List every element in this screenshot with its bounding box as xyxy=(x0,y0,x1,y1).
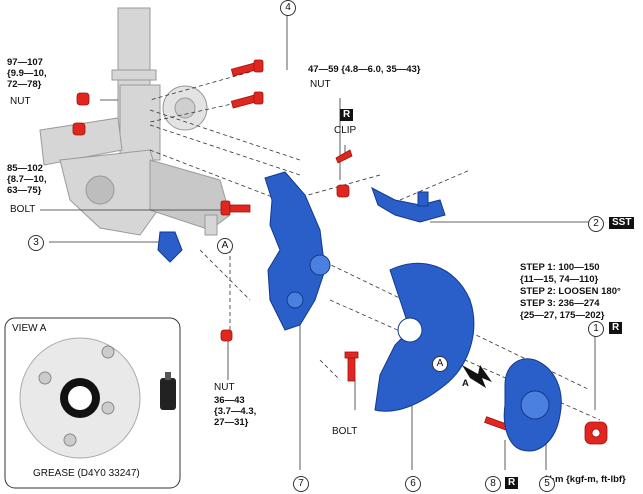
nut-lower-torque: 36—43 {3.7—4.3, 27—31} xyxy=(214,395,256,428)
nut-clip-label: NUT xyxy=(310,79,331,90)
torque-line: 72—78} xyxy=(7,79,42,90)
step-line: STEP 3: 236—274 xyxy=(520,298,600,309)
hub-nut-steps: STEP 1: 100—150 {11—15, 74—110} STEP 2: … xyxy=(520,262,621,322)
callout-3: 3 xyxy=(28,235,44,251)
view-a-title: VIEW A xyxy=(12,323,47,334)
callout-7: 7 xyxy=(293,476,309,492)
leader-lines xyxy=(40,14,596,470)
tie-rod-end xyxy=(371,186,446,223)
torque-line: {3.7—4.3, xyxy=(214,406,257,417)
unit-label: N·m {kgf-m, ft-lbf} xyxy=(545,474,626,485)
callout-2: 2 xyxy=(588,216,604,232)
callout-6: 6 xyxy=(405,476,421,492)
lower-ball-joint xyxy=(157,231,183,263)
nut-clip-torque: 47—59 {4.8—6.0, 35—43} xyxy=(308,64,421,75)
callout-4: 4 xyxy=(280,0,296,16)
callout-8: 8 xyxy=(485,476,501,492)
grease-label: GREASE (D4Y0 33247) xyxy=(33,468,140,479)
view-a-arrow xyxy=(462,365,492,388)
step-line: STEP 1: 100—150 xyxy=(520,262,600,273)
red-fasteners xyxy=(72,59,608,445)
torque-line: 36—43 xyxy=(214,395,245,406)
step-line: {11—15, 74—110} xyxy=(520,274,599,285)
upper-bolt-2 xyxy=(230,91,264,109)
upper-bolt-1 xyxy=(230,59,264,77)
hub-nut xyxy=(584,421,608,445)
top-nut-2 xyxy=(72,122,86,136)
torque-line: {9.9—10, xyxy=(7,68,47,79)
nut-top-torque: 97—107 {9.9—10, 72—78} xyxy=(7,57,47,90)
bolt-left-torque: 85—102 {8.7—10, 63—75} xyxy=(7,163,47,196)
r-badge: R xyxy=(609,322,623,334)
steering-knuckle xyxy=(264,171,326,331)
blue-parts xyxy=(157,171,562,452)
lower-nut xyxy=(220,329,233,342)
nut-top-label: NUT xyxy=(10,96,31,107)
callout-1: 1 xyxy=(588,321,604,337)
nut-lower-label: NUT xyxy=(214,382,235,393)
dust-shield xyxy=(374,262,475,412)
view-marker-a-1: A xyxy=(217,238,233,254)
r-badge: R xyxy=(505,477,519,489)
sst-badge: SST xyxy=(606,217,635,229)
bottom-bolt xyxy=(344,351,359,382)
torque-line: 85—102 xyxy=(7,163,43,174)
torque-line: 63—75} xyxy=(7,185,42,196)
sst-tag: SST xyxy=(609,217,635,229)
torque-line: {8.7—10, xyxy=(7,174,47,185)
bolt-bottom-label: BOLT xyxy=(332,426,358,437)
callout-8-r: R xyxy=(502,477,519,489)
left-bolt xyxy=(220,200,251,216)
r-badge: R xyxy=(340,109,354,121)
torque-line: 97—107 xyxy=(7,57,43,68)
torque-line: 27—31} xyxy=(214,417,249,428)
view-marker-a-2: A xyxy=(432,356,448,372)
step-line: {25—27, 175—202} xyxy=(520,310,605,321)
strut-assembly xyxy=(39,7,231,236)
clip xyxy=(335,149,353,164)
bolt-left-label: BOLT xyxy=(10,204,36,215)
top-nut-1 xyxy=(76,92,90,106)
callout-5: 5 xyxy=(539,476,555,492)
clip-nut xyxy=(336,184,350,198)
step-line: STEP 2: LOOSEN 180° xyxy=(520,286,621,297)
clip-label: CLIP xyxy=(334,125,357,136)
callout-1-r: R xyxy=(606,322,623,334)
clip-r-badge: R xyxy=(337,109,354,121)
view-arrow-label: A xyxy=(462,378,469,389)
view-a-inset xyxy=(4,317,181,489)
